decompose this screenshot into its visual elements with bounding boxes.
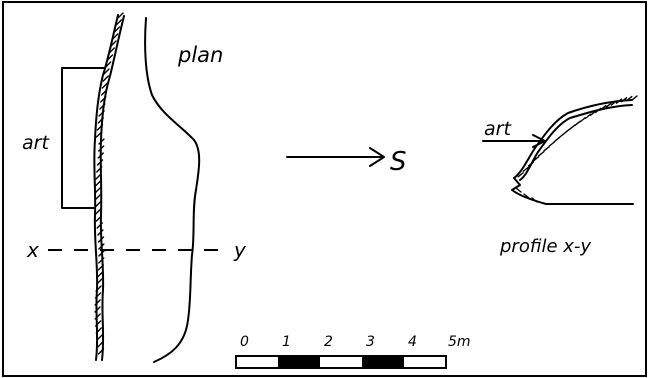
scale-segment-1-2: [278, 356, 320, 368]
plan-label: plan: [177, 43, 223, 67]
scale-tick-label: 1: [282, 334, 291, 350]
scale-tick-label: 5m: [448, 334, 471, 350]
profile-art-arrow: [482, 134, 546, 148]
scale-tick-label: 4: [408, 334, 417, 350]
scale-tick-label: 0: [240, 334, 249, 350]
art-label-plan: art: [22, 132, 50, 154]
right-cave-wall: [144, 17, 201, 363]
art-bracket: [61, 67, 106, 209]
scale-segment-3-4: [362, 356, 404, 368]
section-y-label: y: [233, 238, 247, 262]
scale-tick-label: 3: [366, 334, 375, 350]
left-wall-hatching: [94, 12, 124, 355]
direction-label: S: [390, 147, 407, 177]
scale-bar-outline: [235, 355, 447, 369]
left-cave-wall: [93, 12, 125, 361]
art-label-profile: art: [484, 118, 512, 140]
profile-wall-hatching: [515, 95, 638, 203]
profile-section: [511, 95, 638, 205]
section-x-label: x: [26, 238, 39, 262]
direction-arrow: [286, 147, 385, 167]
scale-tick-label: 2: [324, 334, 333, 350]
scale-bar: 0 1 2 3 4 5m: [235, 334, 471, 369]
profile-label: profile x-y: [499, 236, 591, 257]
